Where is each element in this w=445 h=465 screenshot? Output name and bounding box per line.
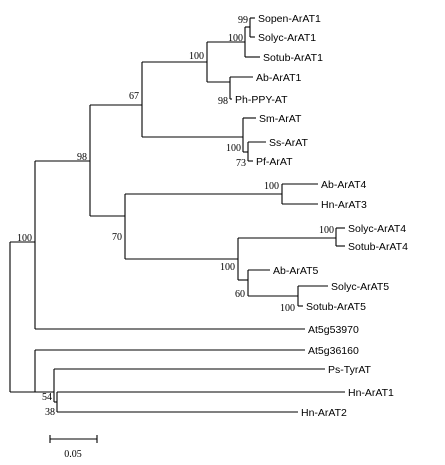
leaf-label: Sm-ArAT <box>259 113 302 125</box>
bootstrap-value: 70 <box>112 232 122 243</box>
bootstrap-value: 38 <box>45 407 55 418</box>
bootstrap-value: 100 <box>189 51 204 62</box>
leaf-label: Ss-ArAT <box>269 137 308 149</box>
bootstrap-value: 98 <box>77 152 87 163</box>
leaf-label: Hn-ArAT3 <box>321 199 367 211</box>
bootstrap-value: 100 <box>228 33 243 44</box>
leaf-label: Ab-ArAT1 <box>256 72 301 84</box>
leaf-label: Sotub-ArAT4 <box>348 241 408 253</box>
leaf-labels: Sopen-ArAT1 Solyc-ArAT1 Sotub-ArAT1 Ab-A… <box>235 13 408 419</box>
bootstrap-value: 100 <box>17 233 32 244</box>
bootstrap-values: 99 100 100 98 67 100 73 98 100 70 100 10… <box>17 15 334 418</box>
bootstrap-value: 100 <box>220 262 235 273</box>
bootstrap-value: 54 <box>42 392 52 403</box>
bootstrap-value: 98 <box>218 96 228 107</box>
tree-branches <box>9 17 345 413</box>
leaf-label: Ab-ArAT5 <box>273 265 318 277</box>
leaf-label: Solyc-ArAT4 <box>348 223 406 235</box>
scale-bar: 0.05 <box>49 435 98 460</box>
leaf-label: At5g53970 <box>308 324 359 336</box>
bootstrap-value: 100 <box>264 181 279 192</box>
bootstrap-value: 100 <box>280 303 295 314</box>
leaf-label: Pf-ArAT <box>256 156 293 168</box>
leaf-label: Ps-TyrAT <box>328 364 372 376</box>
leaf-label: Solyc-ArAT1 <box>258 32 316 44</box>
leaf-label: At5g36160 <box>308 345 359 357</box>
leaf-label: Ph-PPY-AT <box>235 94 288 106</box>
leaf-label: Solyc-ArAT5 <box>331 281 389 293</box>
bootstrap-value: 67 <box>129 91 139 102</box>
bootstrap-value: 73 <box>236 158 246 169</box>
bootstrap-value: 100 <box>319 225 334 236</box>
leaf-label: Sotub-ArAT5 <box>306 301 366 313</box>
leaf-label: Sopen-ArAT1 <box>258 13 321 25</box>
leaf-label: Hn-ArAT2 <box>301 407 347 419</box>
bootstrap-value: 60 <box>235 289 245 300</box>
leaf-label: Hn-ArAT1 <box>348 387 394 399</box>
leaf-label: Sotub-ArAT1 <box>263 52 323 64</box>
bootstrap-value: 99 <box>238 15 248 26</box>
scale-bar-label: 0.05 <box>64 449 82 460</box>
bootstrap-value: 100 <box>226 143 241 154</box>
leaf-label: Ab-ArAT4 <box>321 179 366 191</box>
